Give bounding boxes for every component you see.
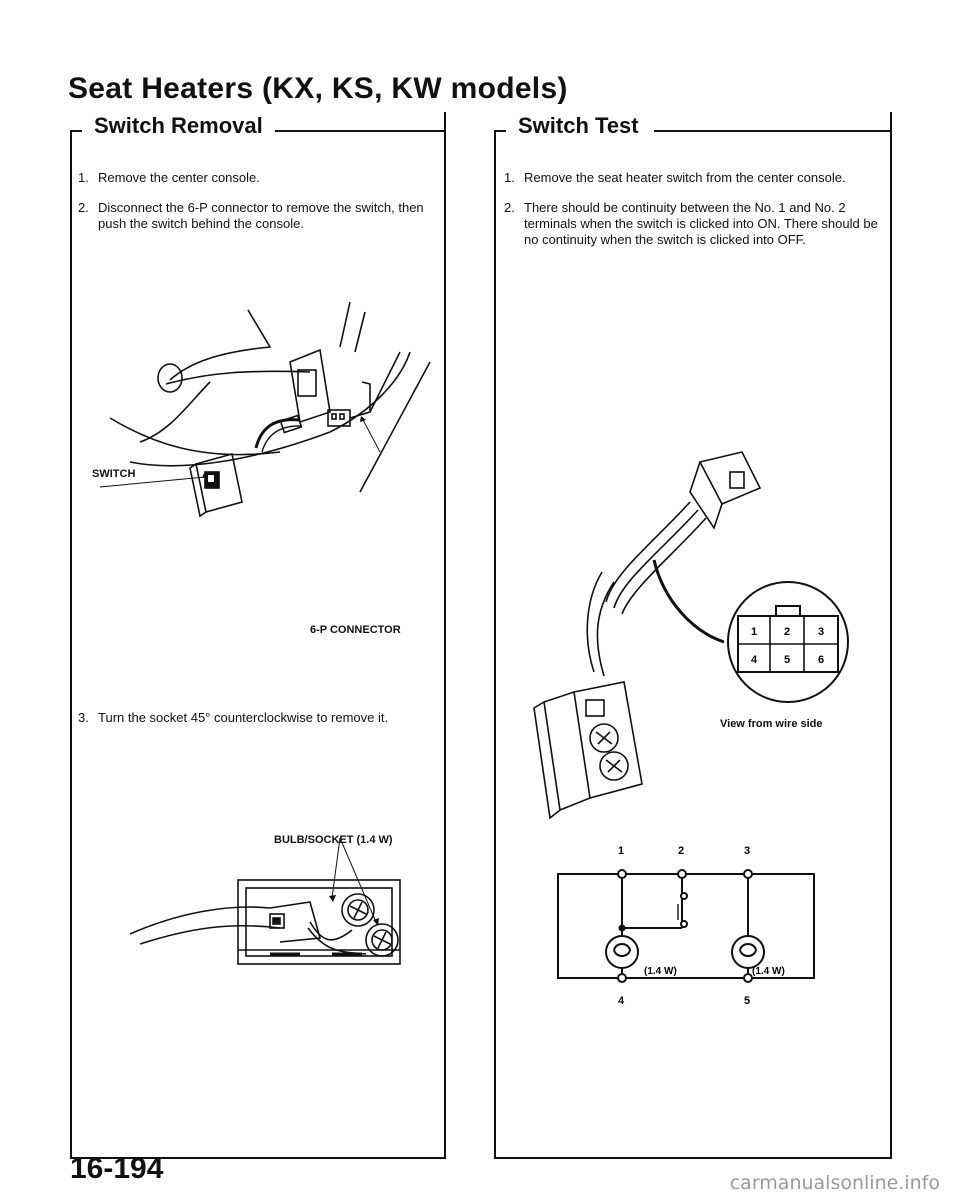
switch-schematic: 1 2 3 4 5 (1.4 W) (1.4 W) <box>557 845 815 1007</box>
panel-border <box>70 130 72 1157</box>
switch-label: SWITCH <box>90 468 138 480</box>
switch-test-heading: Switch Test <box>518 112 651 140</box>
switch-removal-illustration <box>99 301 431 518</box>
bulb-left-rating: (1.4 W) <box>644 966 677 977</box>
switch-harness-illustration <box>533 451 762 820</box>
bulb-right-rating: (1.4 W) <box>752 966 785 977</box>
removal-step-3: 3. Turn the socket 45° counterclockwise … <box>78 710 448 740</box>
test-step: 1. Remove the seat heater switch from th… <box>504 170 846 185</box>
heading-rule <box>275 130 446 132</box>
switch-removal-heading: Switch Removal <box>94 112 275 140</box>
schematic-terminal-3: 3 <box>744 845 750 857</box>
watermark: carmanualsonline.info <box>729 1172 940 1194</box>
terminal-3: 3 <box>818 626 824 638</box>
removal-step: 2. Disconnect the 6-P connector to remov… <box>78 200 424 231</box>
terminal-2: 2 <box>784 626 790 638</box>
bulb-socket-illustration <box>129 837 401 965</box>
bulb-socket-label: BULB/SOCKET (1.4 W) <box>272 834 395 846</box>
switch-test-panel: Switch Test 1. Remove the seat heater sw… <box>494 112 892 1159</box>
test-steps: 1. Remove the seat heater switch from th… <box>504 170 888 262</box>
page-title: Seat Heaters (KX, KS, KW models) <box>68 72 568 105</box>
schematic-terminal-5: 5 <box>744 995 750 1007</box>
schematic-terminal-4: 4 <box>618 995 625 1007</box>
removal-steps-1-2: 1. Remove the center console. 2. Disconn… <box>78 170 448 246</box>
test-step: 2. There should be continuity between th… <box>504 200 878 247</box>
view-caption: View from wire side <box>720 718 823 730</box>
switch-removal-panel: Switch Removal 1. Remove the center cons… <box>70 112 446 1159</box>
terminal-4: 4 <box>751 654 758 666</box>
removal-step: 3. Turn the socket 45° counterclockwise … <box>78 710 389 725</box>
terminal-6: 6 <box>818 654 824 666</box>
terminal-5: 5 <box>784 654 790 666</box>
panel-border <box>494 130 496 1157</box>
schematic-terminal-1: 1 <box>618 845 624 857</box>
removal-step: 1. Remove the center console. <box>78 170 260 185</box>
heading-rule <box>654 130 892 132</box>
schematic-terminal-2: 2 <box>678 845 684 857</box>
terminal-1: 1 <box>751 626 757 638</box>
connector-label: 6-P CONNECTOR <box>308 624 403 636</box>
page-number: 16-194 <box>70 1152 164 1185</box>
connector-face-view: 1 2 3 4 5 6 <box>727 581 849 703</box>
